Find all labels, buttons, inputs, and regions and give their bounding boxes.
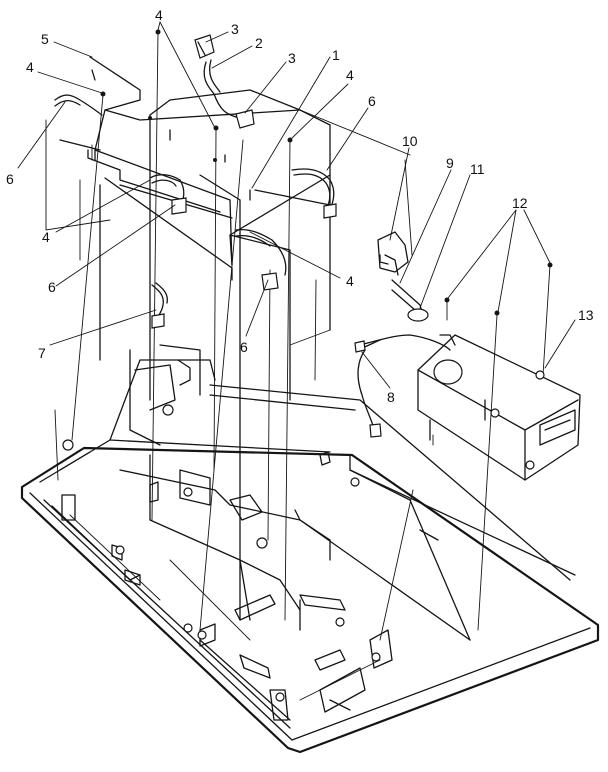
callout-4-midleft: 4 xyxy=(42,229,50,245)
callout-6-left: 6 xyxy=(6,171,14,187)
connectors xyxy=(100,29,553,438)
control-knob-assembly xyxy=(377,231,429,322)
vertical-rods xyxy=(45,29,551,641)
callout-4-left: 4 xyxy=(26,59,34,75)
callout-12: 12 xyxy=(512,195,528,211)
callout-8: 8 xyxy=(387,389,395,405)
wire-harnesses xyxy=(54,59,451,433)
callout-1: 1 xyxy=(332,47,340,63)
callout-4-right: 4 xyxy=(346,67,354,83)
callout-10: 10 xyxy=(402,133,418,149)
callout-6-upright: 6 xyxy=(368,93,376,109)
callout-13: 13 xyxy=(578,307,594,323)
callout-labels: 4 3 5 2 3 1 4 4 6 6 10 9 11 12 4 4 6 6 1… xyxy=(6,7,594,405)
right-panel xyxy=(294,454,576,641)
callout-7: 7 xyxy=(38,345,46,361)
callout-3-top: 3 xyxy=(231,21,239,37)
callout-2: 2 xyxy=(255,35,263,51)
base-pan xyxy=(20,344,600,754)
leader-lines xyxy=(17,21,576,389)
callout-5: 5 xyxy=(41,31,49,47)
callout-6-midleft: 6 xyxy=(48,279,56,295)
callout-6-center: 6 xyxy=(240,339,248,355)
callout-4-top: 4 xyxy=(155,7,163,23)
callout-3-mid: 3 xyxy=(288,50,296,66)
callout-11: 11 xyxy=(470,161,485,177)
callout-9: 9 xyxy=(446,155,454,171)
center-divider xyxy=(149,89,331,621)
callout-4-center: 4 xyxy=(346,273,354,289)
control-box xyxy=(417,334,581,481)
